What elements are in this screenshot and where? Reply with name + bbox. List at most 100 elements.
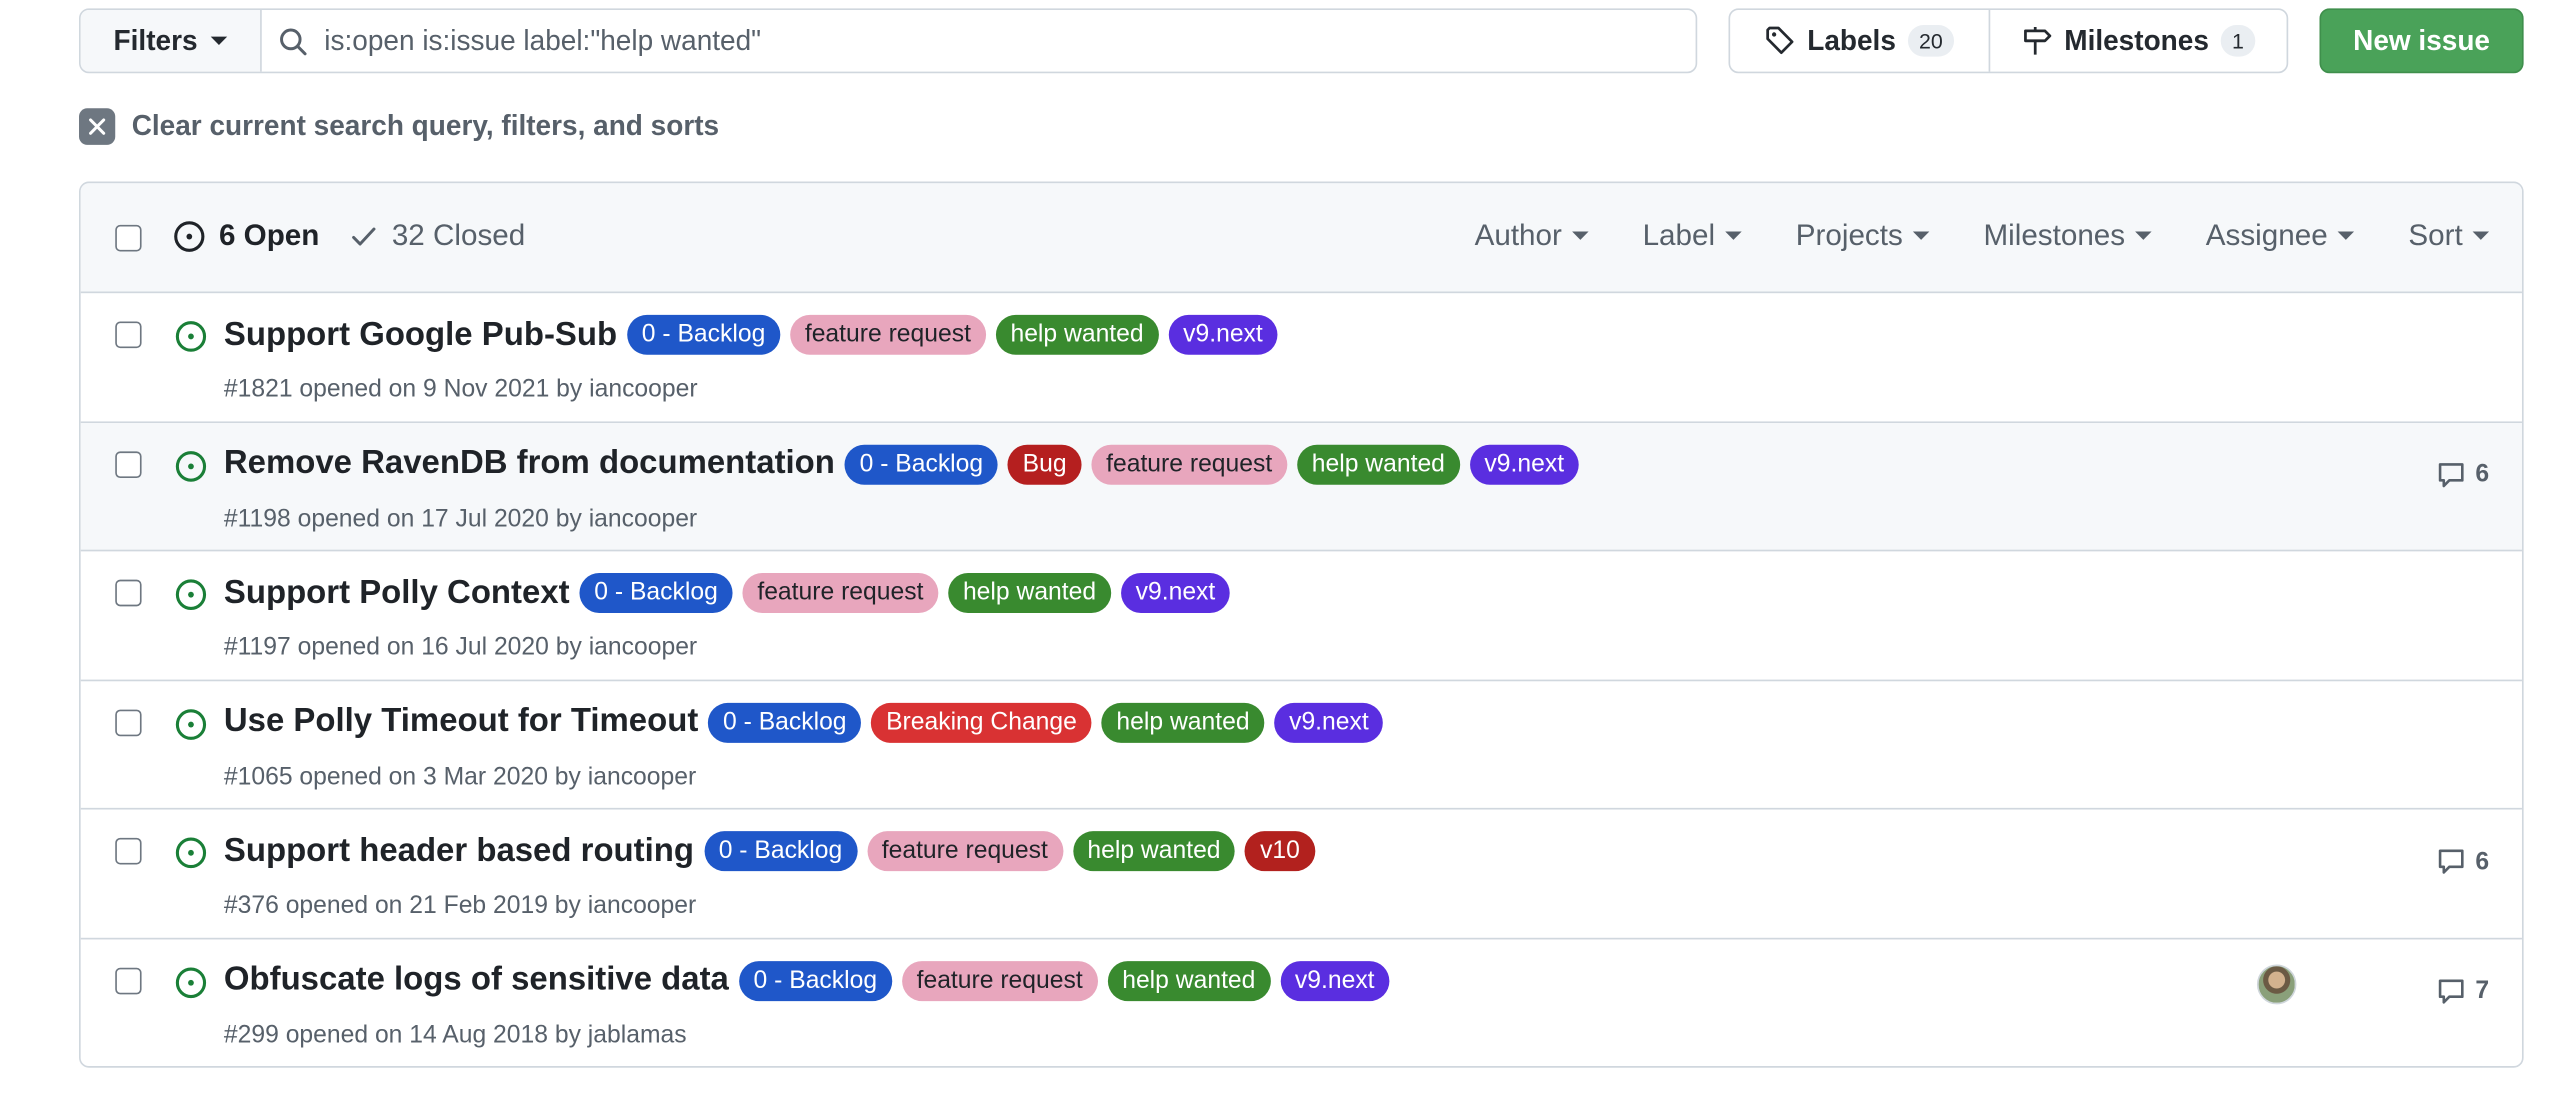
issue-label[interactable]: help wanted bbox=[1072, 831, 1236, 872]
issue-label[interactable]: Bug bbox=[1007, 443, 1082, 484]
issue-number[interactable]: #1065 bbox=[223, 762, 293, 791]
issue-opened-text: opened on 17 Jul 2020 by bbox=[297, 503, 582, 533]
issues-list-header: 6 Open 32 Closed Author Label bbox=[80, 183, 2522, 294]
author-filter-label: Author bbox=[1474, 218, 1562, 252]
assignee-avatar[interactable] bbox=[2256, 963, 2297, 1004]
issue-title[interactable]: Support Google Pub-Sub bbox=[223, 315, 618, 353]
milestones-filter-label: Milestones bbox=[1983, 218, 2126, 252]
issue-title-line: Support header based routing 0 - Backlog… bbox=[223, 831, 1315, 872]
comments-link[interactable]: 6 bbox=[2436, 846, 2489, 876]
issue-author[interactable]: jablamas bbox=[587, 1020, 687, 1049]
milestones-filter[interactable]: Milestones bbox=[1983, 218, 2152, 253]
issues-toolbar: Filters Labels 20 bbox=[79, 8, 2524, 74]
issue-meta: #1821 opened on 9 Nov 2021 by iancooper bbox=[224, 375, 698, 403]
milestones-button[interactable]: Milestones 1 bbox=[1990, 10, 2286, 72]
search-input[interactable] bbox=[324, 24, 1696, 58]
issue-title[interactable]: Remove RavenDB from documentation bbox=[223, 444, 835, 482]
open-count-label: 6 Open bbox=[218, 218, 320, 252]
issue-checkbox[interactable] bbox=[115, 837, 142, 865]
issue-label[interactable]: feature request bbox=[1091, 443, 1288, 484]
assignee-filter-label: Assignee bbox=[2205, 218, 2328, 252]
issue-author[interactable]: iancooper bbox=[587, 891, 697, 920]
issue-checkbox[interactable] bbox=[115, 450, 142, 478]
issue-label[interactable]: feature request bbox=[790, 314, 986, 355]
filters-button[interactable]: Filters bbox=[80, 9, 262, 72]
issue-checkbox[interactable] bbox=[115, 321, 142, 349]
issue-number[interactable]: #1197 bbox=[223, 632, 291, 662]
issue-author[interactable]: iancooper bbox=[588, 503, 698, 533]
select-all-checkbox[interactable] bbox=[115, 224, 142, 252]
issue-label[interactable]: v9.next bbox=[1168, 314, 1278, 355]
issue-open-icon bbox=[175, 321, 207, 352]
issue-row[interactable]: Use Polly Timeout for Timeout 0 - Backlo… bbox=[80, 680, 2522, 810]
issue-number[interactable]: #1198 bbox=[223, 503, 291, 533]
issue-label[interactable]: v10 bbox=[1245, 831, 1315, 872]
issue-label[interactable]: 0 - Backlog bbox=[626, 314, 781, 355]
issue-title[interactable]: Obfuscate logs of sensitive data bbox=[223, 961, 729, 998]
issue-label[interactable]: help wanted bbox=[995, 314, 1159, 355]
issue-number[interactable]: #1821 bbox=[223, 374, 293, 404]
issue-checkbox[interactable] bbox=[115, 966, 142, 994]
issue-meta: #376 opened on 21 Feb 2019 by iancooper bbox=[224, 891, 696, 919]
tag-icon bbox=[1766, 26, 1794, 55]
issue-label[interactable]: help wanted bbox=[1296, 443, 1460, 484]
closed-count-label: 32 Closed bbox=[391, 218, 526, 252]
clear-search-text: Clear current search query, filters, and… bbox=[131, 109, 720, 142]
issue-label[interactable]: v9.next bbox=[1120, 573, 1231, 613]
chevron-down-icon bbox=[1912, 231, 1930, 240]
issue-number[interactable]: #299 bbox=[223, 1020, 279, 1049]
issue-author[interactable]: iancooper bbox=[589, 374, 698, 404]
labels-button[interactable]: Labels 20 bbox=[1730, 9, 1991, 72]
issue-title-line: Use Polly Timeout for Timeout 0 - Backlo… bbox=[223, 702, 1384, 743]
chevron-down-icon bbox=[2472, 231, 2490, 240]
issue-row[interactable]: Support header based routing 0 - Backlog… bbox=[80, 810, 2522, 939]
sort-filter[interactable]: Sort bbox=[2408, 218, 2490, 253]
issue-label[interactable]: v9.next bbox=[1274, 702, 1384, 743]
closed-issues-tab[interactable]: 32 Closed bbox=[349, 218, 525, 253]
issue-open-icon bbox=[175, 837, 207, 869]
issue-author[interactable]: iancooper bbox=[588, 632, 698, 662]
issue-row[interactable]: Obfuscate logs of sensitive data 0 - Bac… bbox=[81, 939, 2522, 1066]
comment-icon bbox=[2438, 462, 2464, 487]
issue-checkbox[interactable] bbox=[115, 579, 142, 607]
issue-row[interactable]: Remove RavenDB from documentation 0 - Ba… bbox=[80, 422, 2522, 552]
comments-link[interactable]: 6 bbox=[2436, 459, 2489, 489]
chevron-down-icon bbox=[1724, 231, 1742, 240]
issue-label[interactable]: help wanted bbox=[948, 573, 1111, 613]
projects-filter[interactable]: Projects bbox=[1796, 218, 1930, 253]
comment-icon bbox=[2438, 849, 2464, 874]
issue-open-icon bbox=[175, 579, 207, 610]
issue-label[interactable]: v9.next bbox=[1469, 443, 1579, 484]
issue-label[interactable]: feature request bbox=[742, 573, 939, 613]
issue-label[interactable]: Breaking Change bbox=[871, 702, 1092, 743]
new-issue-button[interactable]: New issue bbox=[2319, 8, 2524, 74]
issue-label[interactable]: help wanted bbox=[1101, 702, 1265, 743]
author-filter[interactable]: Author bbox=[1475, 218, 1589, 253]
issue-label[interactable]: 0 - Backlog bbox=[579, 573, 733, 613]
issue-label[interactable]: feature request bbox=[866, 831, 1063, 872]
issue-label[interactable]: help wanted bbox=[1107, 960, 1271, 1001]
issue-label[interactable]: 0 - Backlog bbox=[703, 831, 858, 872]
issue-title-line: Remove RavenDB from documentation 0 - Ba… bbox=[223, 443, 1579, 484]
issue-number[interactable]: #376 bbox=[223, 891, 279, 920]
label-filter[interactable]: Label bbox=[1643, 218, 1742, 253]
search-icon bbox=[280, 27, 307, 55]
issue-title[interactable]: Use Polly Timeout for Timeout bbox=[223, 702, 699, 740]
issue-author[interactable]: iancooper bbox=[587, 762, 697, 791]
issue-label[interactable]: 0 - Backlog bbox=[708, 702, 862, 743]
issue-label[interactable]: v9.next bbox=[1280, 960, 1390, 1001]
chevron-down-icon bbox=[2337, 231, 2355, 240]
issue-checkbox[interactable] bbox=[115, 708, 142, 736]
assignee-filter[interactable]: Assignee bbox=[2205, 218, 2355, 253]
comments-link[interactable]: 7 bbox=[2436, 975, 2489, 1005]
open-issues-tab[interactable]: 6 Open bbox=[173, 218, 320, 253]
search-wrapper bbox=[262, 10, 1696, 72]
issue-title[interactable]: Support header based routing bbox=[223, 832, 695, 869]
clear-search-link[interactable]: Clear current search query, filters, and… bbox=[79, 108, 719, 145]
issue-label[interactable]: 0 - Backlog bbox=[844, 443, 998, 484]
issue-label[interactable]: 0 - Backlog bbox=[738, 960, 892, 1001]
issue-label[interactable]: feature request bbox=[901, 960, 1098, 1001]
issue-title[interactable]: Support Polly Context bbox=[223, 573, 570, 611]
